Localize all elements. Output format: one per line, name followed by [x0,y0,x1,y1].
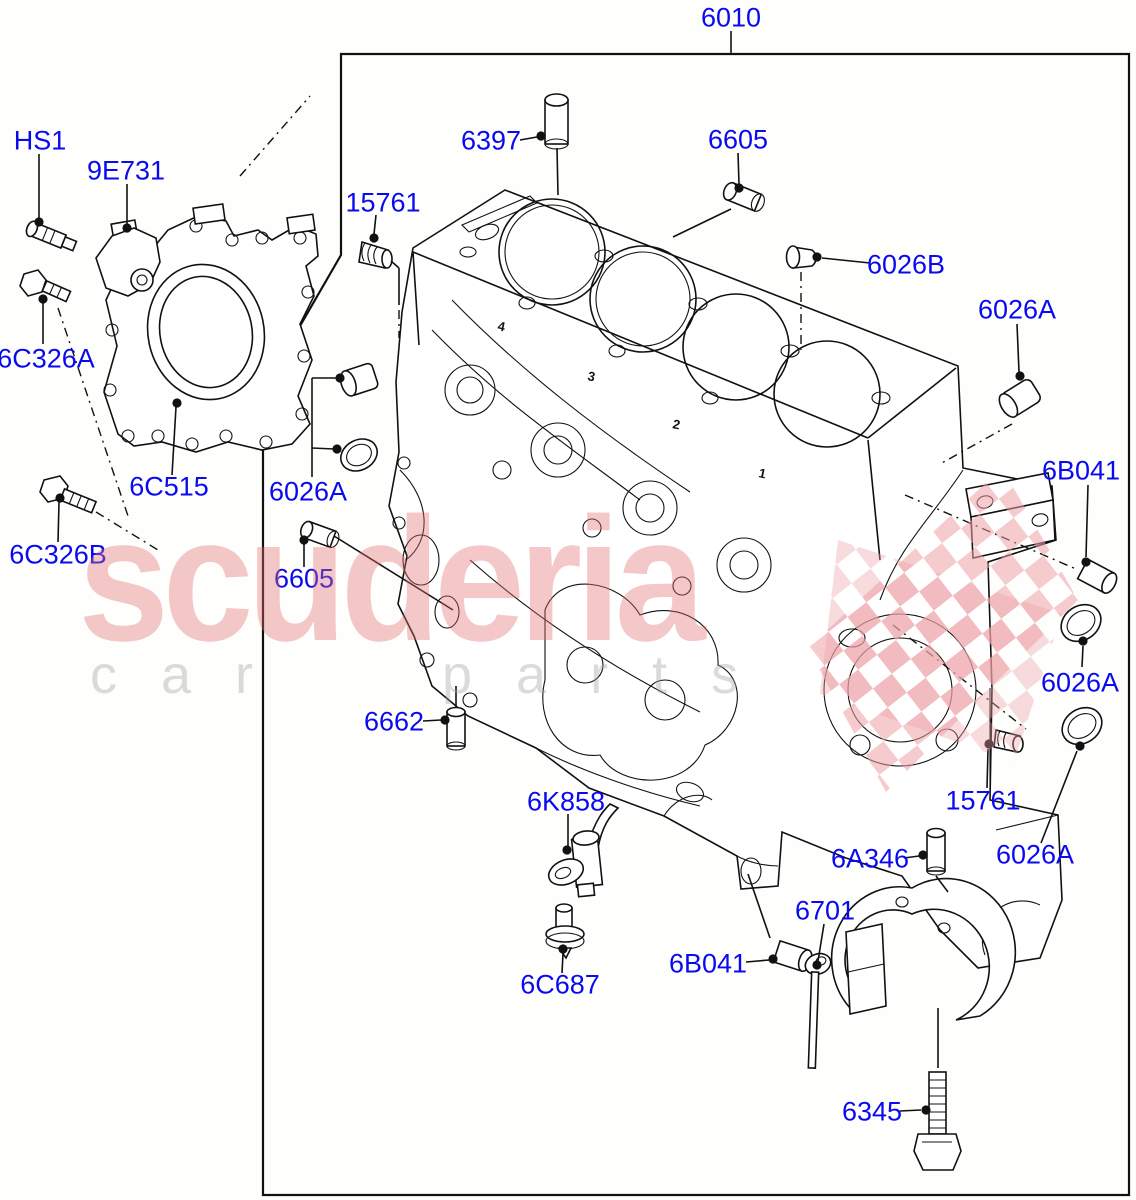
leader-line [57,501,60,543]
part-label-6605L[interactable]: 6605 [273,563,335,594]
leader-line [817,923,825,962]
dowel-6b041-right-drawing [1076,558,1118,594]
leader-dot [34,217,44,227]
leader-line [821,257,871,264]
part-label-6026aRM[interactable]: 6026A [1040,667,1120,698]
part-label-6662[interactable]: 6662 [363,706,425,737]
part-label-6010[interactable]: 6010 [700,2,762,33]
leader-line [311,447,335,450]
leader-dot [1015,371,1025,381]
part-label-6b041R[interactable]: 6B041 [1041,455,1121,486]
leader-dot [768,954,778,964]
part-label-6397[interactable]: 6397 [460,125,522,156]
leader-dot [918,850,928,860]
part-label-6345[interactable]: 6345 [841,1096,903,1127]
dowel-6662-drawing [446,706,466,751]
part-label-6026b[interactable]: 6026B [866,249,946,280]
bolt-6345-drawing [913,1071,962,1171]
leader-line [519,136,538,141]
cylinder-number: 1 [757,465,767,481]
leader-line [672,208,732,238]
leader-dot [562,845,572,855]
part-label-6c326a[interactable]: 6C326A [0,343,95,374]
bearing-cap-drawing [830,877,1017,1021]
pin-6701-drawing [804,952,832,1069]
leader-line [747,873,771,939]
leader-line [1085,484,1089,558]
plug-6026a-topright-drawing [998,378,1041,418]
leader-dot [299,535,309,545]
leader-line [935,875,949,893]
oil-jet-6k858-drawing [547,803,620,898]
part-label-9e731[interactable]: 9E731 [86,155,166,186]
leader-line [903,855,920,859]
axis-dash-line [239,95,311,177]
axis-dash-line [57,307,129,517]
leader-dot [369,233,379,243]
leader-line [390,260,400,269]
leader-line [556,147,559,196]
axis-dash-line [95,511,159,551]
leader-line [561,953,564,974]
part-label-15761R[interactable]: 15761 [945,785,1021,816]
leader-dot [536,131,546,141]
cylinder-numbers-layer: 4 3 2 1 [496,318,767,481]
part-label-6701[interactable]: 6701 [794,895,856,926]
leader-dot [335,373,345,383]
plug-15761-left-drawing [358,240,393,269]
leader-line [422,719,442,722]
leader-dot [38,294,48,304]
leader-dot [558,944,568,954]
leader-dot [172,398,182,408]
leader-dot [812,252,822,262]
seal-6026a-left-drawing [340,438,378,472]
leader-dot [332,444,342,454]
part-label-hs1[interactable]: HS1 [13,125,67,156]
dowel-6a346-drawing [926,827,946,876]
leader-lines-layer [34,31,1091,1115]
dowel-6397-drawing [544,93,569,150]
leader-line [1016,323,1020,373]
leader-dot [55,493,65,503]
leader-line [1081,645,1084,668]
diagram-frame [261,52,1131,1197]
part-label-6c687[interactable]: 6C687 [520,969,600,1000]
leader-line [899,1109,922,1112]
small-parts-drawings [299,93,1118,1171]
axis-dash-line [939,423,1013,465]
part-label-6026aB[interactable]: 6026A [995,839,1075,870]
part-label-6c326b[interactable]: 6C326B [9,539,107,570]
leader-line [745,959,770,963]
leader-dot [122,223,132,233]
leader-dot [812,960,822,970]
part-label-6026aTR[interactable]: 6026A [977,294,1057,325]
leader-line [171,406,177,476]
plug-6026b-drawing [785,245,817,269]
leader-dot [1081,557,1091,567]
leader-line [333,535,454,611]
part-label-6b041B[interactable]: 6B041 [668,948,748,979]
leader-line [737,152,740,185]
leader-dot [734,183,744,193]
cylinder-number: 3 [586,368,596,384]
leader-dot [921,1105,931,1115]
stud-hs1-drawing [25,220,78,252]
sensor-9e731-drawing [95,219,161,297]
part-label-6c515[interactable]: 6C515 [129,471,209,502]
leader-dot [1078,636,1088,646]
part-label-6605T[interactable]: 6605 [707,124,769,155]
part-label-6k858[interactable]: 6K858 [526,786,606,817]
leader-line [373,214,377,235]
cylinder-number: 4 [496,318,507,334]
timing-cover-drawing [19,203,319,514]
bolt-6c326a-drawing [19,269,72,303]
part-label-6a346[interactable]: 6A346 [830,843,910,874]
leader-dot [440,715,450,725]
part-label-6026aL[interactable]: 6026A [268,476,348,507]
cylinder-number: 2 [671,416,681,432]
part-label-15761L[interactable]: 15761 [345,187,421,218]
